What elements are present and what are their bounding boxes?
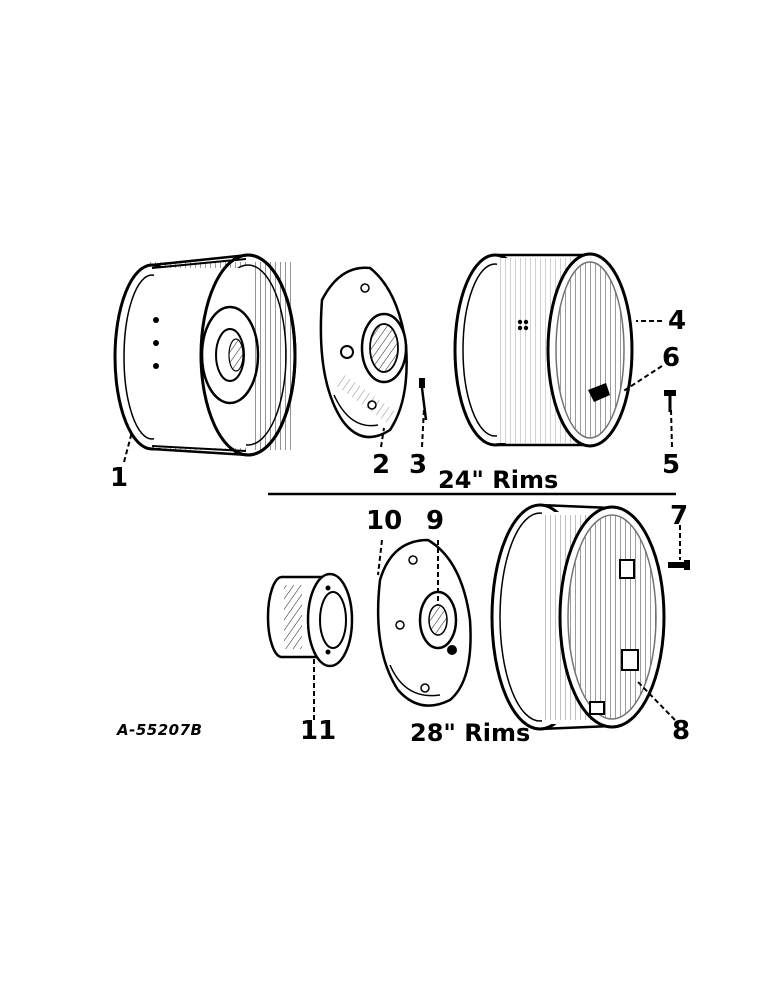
caption-24-rims: 24" Rims bbox=[438, 466, 559, 494]
callout-11: 11 bbox=[300, 716, 337, 746]
bolt-5 bbox=[664, 390, 676, 412]
leader-lines bbox=[123, 320, 681, 721]
center-disc-2 bbox=[319, 266, 408, 439]
callout-6: 6 bbox=[662, 343, 681, 373]
callout-2: 2 bbox=[372, 450, 391, 480]
rim-24-4 bbox=[453, 252, 634, 448]
callout-10: 10 bbox=[366, 506, 403, 536]
callout-3: 3 bbox=[409, 450, 428, 480]
rim-24-wheel-1 bbox=[113, 253, 297, 457]
hub-11 bbox=[266, 572, 354, 668]
callout-5: 5 bbox=[662, 450, 681, 480]
callout-4: 4 bbox=[668, 306, 687, 336]
figure-id: A-55207B bbox=[117, 721, 203, 739]
bolt-7 bbox=[668, 560, 690, 570]
callout-9: 9 bbox=[426, 506, 445, 536]
callout-1: 1 bbox=[110, 463, 129, 493]
callout-8: 8 bbox=[672, 716, 691, 746]
center-disc-10 bbox=[376, 538, 472, 707]
bolt-3 bbox=[419, 378, 428, 421]
callout-7: 7 bbox=[670, 501, 689, 531]
rim-28-8 bbox=[490, 503, 666, 731]
caption-28-rims: 28" Rims bbox=[410, 719, 531, 747]
